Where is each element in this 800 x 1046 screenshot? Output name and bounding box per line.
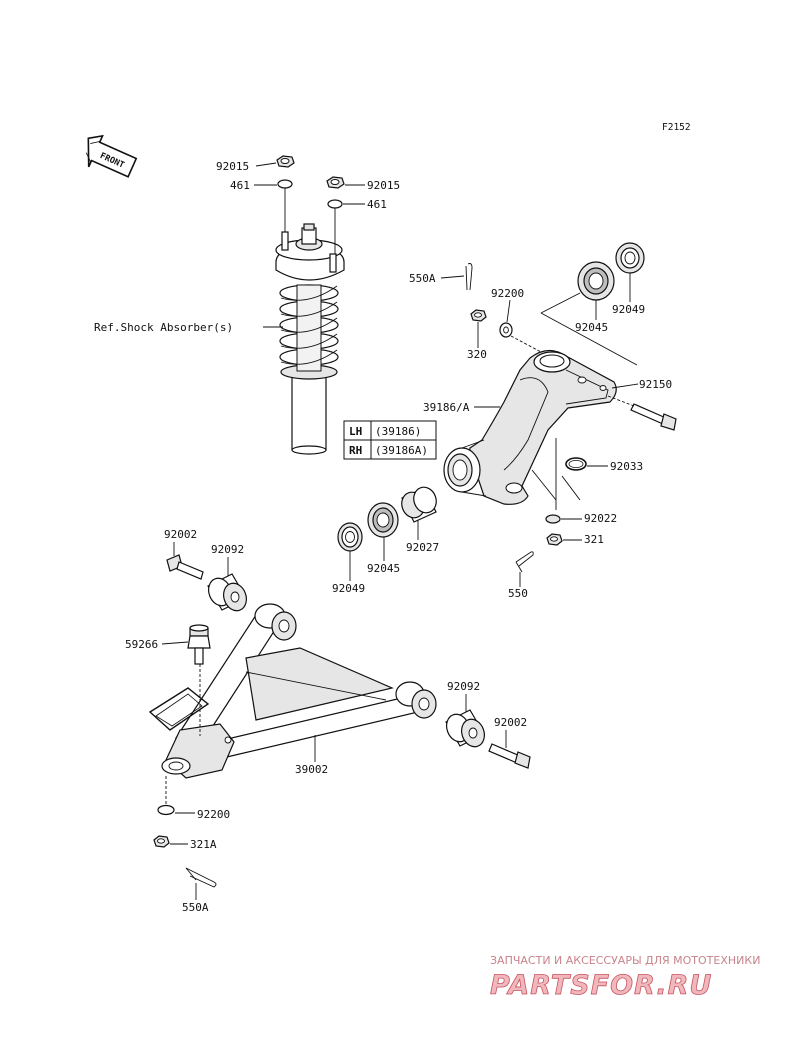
watermark-logo: ЗАПЧАСТИ И АКСЕССУАРЫ ДЛЯ МОТОТЕХНИКИ PA… (490, 954, 761, 1001)
bolt-92002-left (166, 554, 204, 580)
steering-knuckle (443, 349, 617, 505)
side-table-rh-part: (39186A) (375, 444, 428, 457)
side-table: LH (39186) RH (39186A) (343, 420, 437, 460)
label-92022: 92022 (584, 512, 617, 525)
bearing-92045-bottom (367, 502, 399, 538)
seal-92049-top (615, 242, 645, 274)
label-92015-right: 92015 (367, 179, 400, 192)
seal-92049-bottom (337, 522, 363, 552)
ball-joint-59266 (187, 624, 211, 665)
label-92015-left: 92015 (216, 160, 249, 173)
label-92027: 92027 (406, 541, 439, 554)
label-92200-top: 92200 (491, 287, 524, 300)
label-39002: 39002 (295, 763, 328, 776)
nut-92015-right (326, 176, 345, 189)
side-table-lh-part: (39186) (375, 425, 421, 438)
cotter-pin-550A-bottom (185, 867, 217, 888)
cotter-pin-550 (515, 551, 534, 573)
bearing-92045-top (577, 261, 615, 301)
nut-92015-left (276, 155, 295, 168)
front-arrow-icon: FRONT (85, 134, 138, 178)
label-320: 320 (467, 348, 487, 361)
figure-code: F2152 (662, 122, 691, 133)
label-92049-bottom: 92049 (332, 582, 365, 595)
label-550A-bottom: 550A (182, 901, 209, 914)
washer-92200-bottom (157, 804, 175, 816)
washer-461-right (327, 199, 343, 209)
label-92002-right: 92002 (494, 716, 527, 729)
label-92002-left: 92002 (164, 528, 197, 541)
label-92045-bottom: 92045 (367, 562, 400, 575)
washer-461-left (277, 179, 293, 189)
label-92049-top: 92049 (612, 303, 645, 316)
label-550: 550 (508, 587, 528, 600)
washer-92022 (545, 514, 561, 524)
label-92092-left: 92092 (211, 543, 244, 556)
label-59266: 59266 (125, 638, 158, 651)
label-39186A: 39186/A (423, 401, 470, 414)
label-92200-bottom: 92200 (197, 808, 230, 821)
bolt-92002-right (488, 743, 531, 769)
side-table-lh: LH (349, 425, 362, 438)
label-92092-right: 92092 (447, 680, 480, 693)
nut-321A (153, 835, 170, 848)
lower-a-arm (148, 603, 437, 779)
watermark-tagline: ЗАПЧАСТИ И АКСЕССУАРЫ ДЛЯ МОТОТЕХНИКИ (490, 954, 760, 967)
bushing-92092-right (445, 709, 485, 748)
label-461-left: 461 (230, 179, 250, 192)
circlip-92033 (565, 457, 587, 471)
label-321: 321 (584, 533, 604, 546)
label-550A-top: 550A (409, 272, 436, 285)
watermark-brand: PARTSFOR.RU (490, 970, 712, 1001)
shock-absorber (275, 223, 345, 455)
bolt-92150 (630, 403, 677, 431)
label-92150: 92150 (639, 378, 672, 391)
nut-320 (470, 309, 487, 322)
label-461-right: 461 (367, 198, 387, 211)
washer-92200-top (499, 322, 513, 338)
label-92045-top: 92045 (575, 321, 608, 334)
label-92033: 92033 (610, 460, 643, 473)
side-table-rh: RH (349, 444, 362, 457)
spacer-92027 (401, 486, 437, 523)
bushing-92092-left (207, 573, 247, 612)
label-shock-ref: Ref.Shock Absorber(s) (94, 321, 233, 334)
label-321A: 321A (190, 838, 217, 851)
cotter-pin-550A-top (465, 263, 473, 291)
nut-321 (546, 533, 563, 546)
